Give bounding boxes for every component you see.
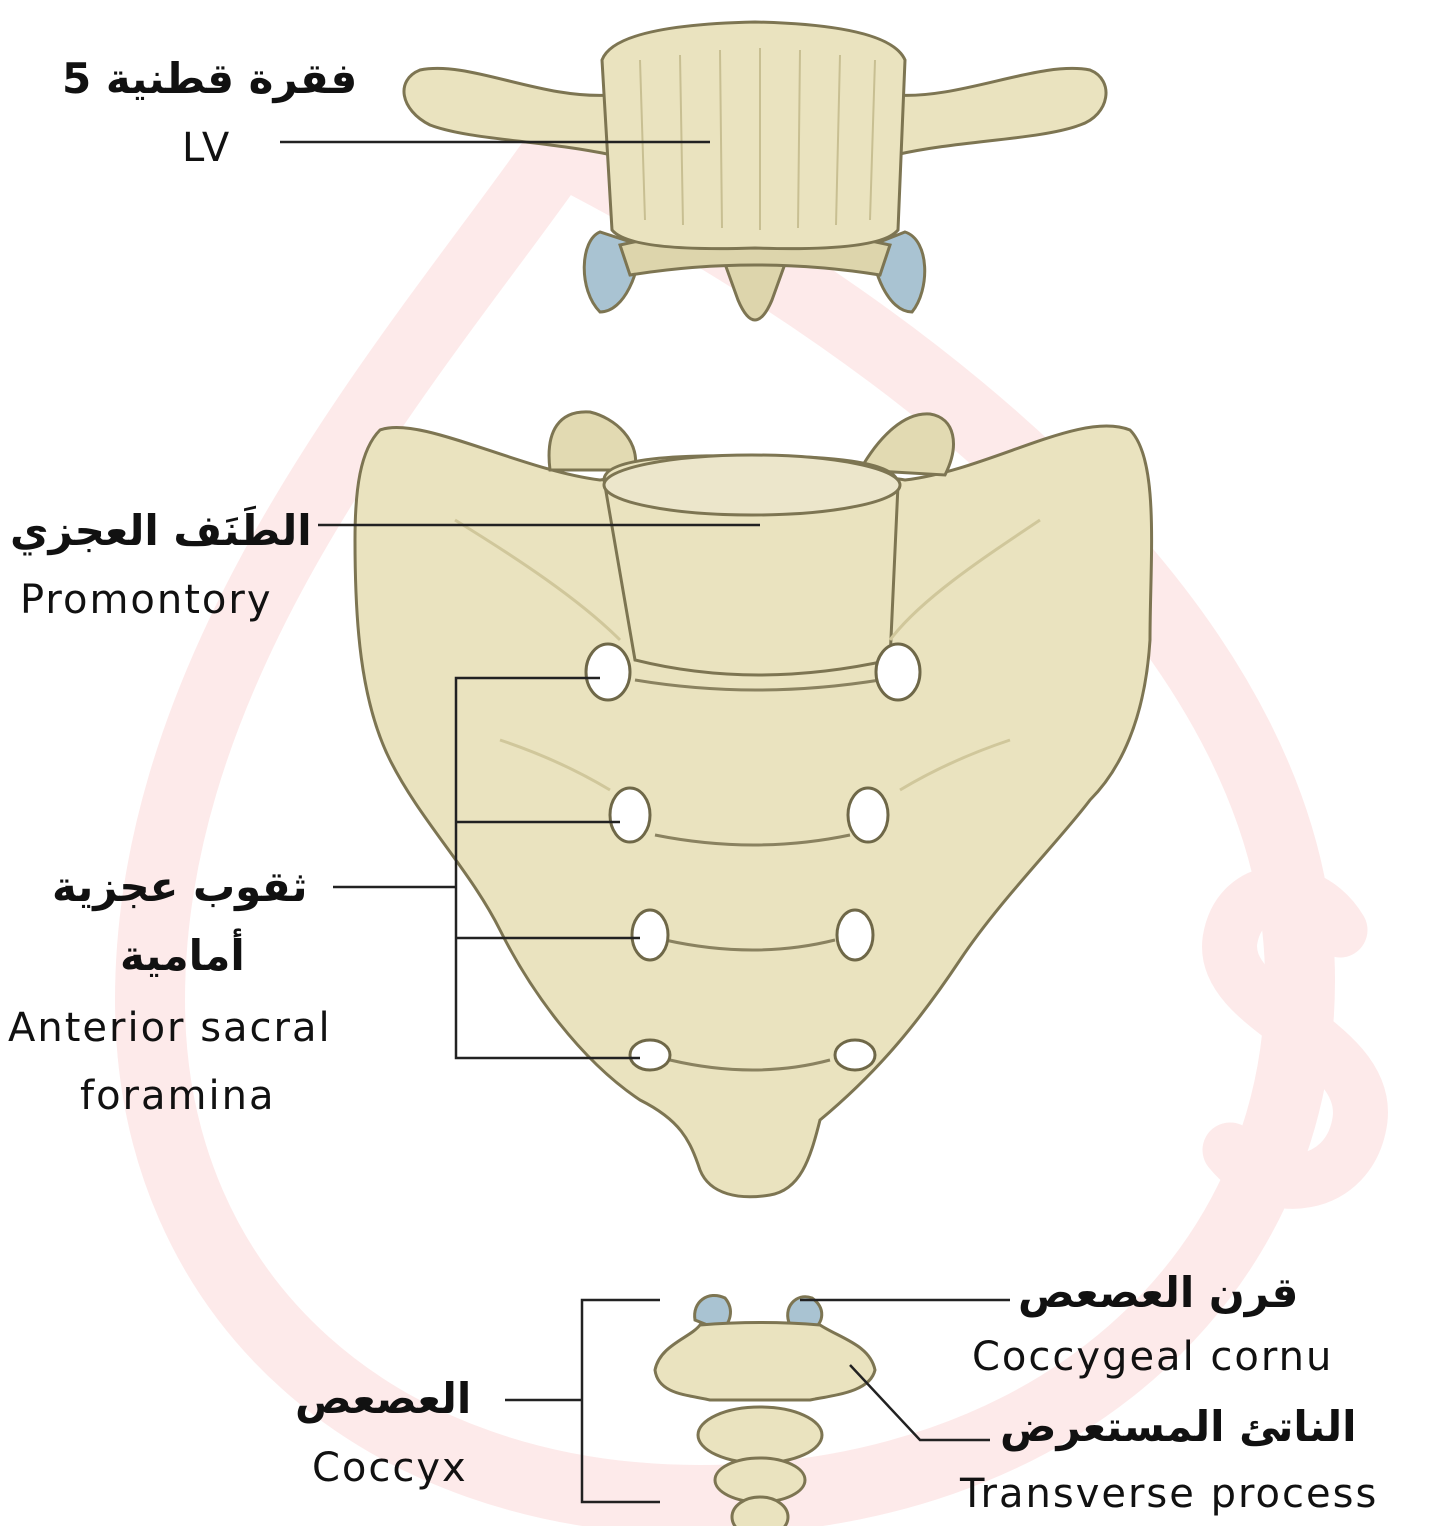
lv-label-arabic: فقرة قطنية 5	[62, 58, 357, 100]
transverse-label-arabic: الناتئ المستعرض	[1000, 1406, 1357, 1448]
transverse-label-english: Transverse process	[960, 1474, 1378, 1514]
coccyx-second-segment	[698, 1407, 822, 1463]
l5-vertebral-body	[602, 22, 905, 249]
foramina-label-english-2: foramina	[80, 1076, 275, 1116]
l5-right-transverse-process	[895, 68, 1106, 155]
coccyx-third-segment	[715, 1458, 805, 1502]
promontory-label-english: Promontory	[20, 580, 273, 620]
cornu-label-arabic: قرن العصعص	[1018, 1272, 1298, 1314]
sacral-promontory-top	[604, 455, 900, 515]
sacrum	[355, 412, 1152, 1197]
coccyx-first-segment	[655, 1323, 875, 1401]
lv-label-english: LV	[182, 128, 231, 168]
coccyx-label-arabic: العصعص	[295, 1378, 471, 1420]
sacrum-left-superior-process	[549, 412, 636, 470]
coccyx-fourth-segment	[732, 1497, 788, 1526]
cornu-label-english: Coccygeal cornu	[972, 1337, 1333, 1377]
foramina-label-arabic-2: أمامية	[120, 935, 245, 977]
promontory-label-arabic: الطَنَف العجزي	[10, 510, 312, 552]
foramina-label-english-1: Anterior sacral	[8, 1008, 332, 1048]
coccyx-label-english: Coccyx	[312, 1448, 468, 1488]
foramina-label-arabic-1: ثقوب عجزية	[52, 866, 308, 908]
